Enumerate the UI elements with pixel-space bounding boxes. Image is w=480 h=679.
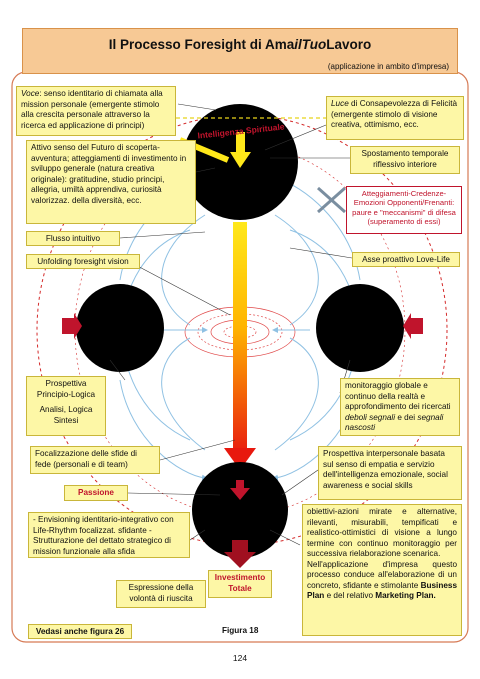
monitoraggio-italic-2: segnali nascosti	[345, 412, 444, 433]
page-subtitle: (applicazione in ambito d'impresa)	[327, 62, 449, 71]
connector-lines	[109, 103, 353, 546]
interpersonale-box: Prospettiva interpersonale basata sul se…	[318, 446, 462, 500]
envisioning-text: - Envisioning identitario-integrativo co…	[33, 515, 174, 556]
yellow-down-head	[230, 152, 251, 168]
bottom-circle-arrow	[230, 480, 250, 500]
left-red-arrow	[62, 313, 82, 339]
flusso-box: Flusso intuitivo	[26, 231, 120, 246]
page-number: 124	[232, 653, 248, 663]
luce-box: Luce di Consapevolezza di Felicità (emer…	[326, 96, 464, 140]
obiettivi-text-3: e del relativo	[324, 591, 376, 600]
unfolding-text: Unfolding foresight vision	[37, 257, 129, 266]
investimento-text: Investimento Totale	[214, 573, 266, 593]
right-circle	[316, 284, 404, 372]
title-bar: Il Processo Foresight di AmailTuoLavoro …	[22, 28, 458, 74]
bottom-circle	[192, 462, 288, 558]
investimento-box: Investimento Totale	[208, 570, 272, 598]
title-part-2: Lavoro	[326, 37, 372, 52]
passione-box: Passione	[64, 485, 128, 501]
voce-text: : senso identitario di chiamata alla mis…	[21, 89, 163, 130]
atteggiamenti-text: Atteggiamenti-Credenze-Emozioni Opponent…	[352, 189, 456, 227]
obiettivi-text-1: obiettivi-azioni mirate e alternative, r…	[307, 507, 457, 558]
monitoraggio-text-2: e dei	[395, 412, 418, 422]
luce-text: di Consapevolezza di Felicità (emergente…	[331, 99, 458, 129]
yellow-down-shaft	[236, 132, 245, 154]
figure-caption: Figura 18	[222, 626, 259, 635]
passione-text: Passione	[78, 488, 114, 497]
vedasi-text: Vedasi anche figura 26	[35, 627, 125, 636]
spostamento-text: Spostamento temporale riflessivo interio…	[361, 149, 449, 169]
focalizzazione-text: Focalizzazione delle sfide di fede (pers…	[35, 449, 137, 469]
obiettivi-business-plan: Business Plan	[307, 580, 457, 601]
asse-text: Asse proattivo Love-Life	[362, 255, 450, 264]
monitoraggio-italic-1: deboli segnali	[345, 412, 396, 422]
crossed-arrows-icon	[317, 186, 346, 214]
central-beam-arrowhead	[224, 448, 256, 470]
obiettivi-text-2: Nell'applicazione d'impresa questo proce…	[307, 559, 457, 590]
attivo-text: Attivo senso del Futuro di scoperta-avve…	[31, 143, 187, 205]
investimento-arrow	[224, 540, 256, 568]
espressione-text: Espressione della volontà di riuscita	[128, 583, 194, 603]
central-beam	[233, 222, 247, 457]
voce-box: Voce: senso identitario di chiamata alla…	[16, 86, 176, 136]
title-part-1: Il Processo Foresight di Ama	[108, 37, 295, 52]
asse-box: Asse proattivo Love-Life	[352, 252, 460, 267]
vedasi-box: Vedasi anche figura 26	[28, 624, 132, 639]
right-red-arrow	[403, 313, 423, 339]
attivo-box: Attivo senso del Futuro di scoperta-avve…	[26, 140, 196, 224]
title-part-italic: ilTuo	[294, 37, 327, 52]
espressione-box: Espressione della volontà di riuscita	[116, 580, 206, 608]
flusso-text: Flusso intuitivo	[45, 234, 101, 243]
unfolding-box: Unfolding foresight vision	[26, 254, 140, 269]
page-title: Il Processo Foresight di AmailTuoLavoro	[23, 37, 457, 52]
obiettivi-marketing-plan: Marketing Plan.	[375, 591, 436, 600]
focalizzazione-box: Focalizzazione delle sfide di fede (pers…	[30, 446, 160, 474]
interpersonale-text: Prospettiva interpersonale basata sul se…	[323, 449, 448, 490]
luce-italic: Luce	[331, 99, 349, 108]
obiettivi-box: obiettivi-azioni mirate e alternative, r…	[302, 504, 462, 636]
prospettiva-title: Prospettiva Principio-Logica	[36, 379, 96, 399]
monitoraggio-text-1: monitoraggio globale e continuo della re…	[345, 381, 451, 411]
prospettiva-subtitle: Analisi, Logica Sintesi	[39, 405, 93, 425]
prospettiva-box: Prospettiva Principio-Logica Analisi, Lo…	[26, 376, 106, 436]
monitoraggio-box: monitoraggio globale e continuo della re…	[340, 378, 460, 436]
voce-italic: Voce	[21, 89, 40, 98]
spostamento-box: Spostamento temporale riflessivo interio…	[350, 146, 460, 174]
atteggiamenti-box: Atteggiamenti-Credenze-Emozioni Opponent…	[346, 186, 462, 234]
left-circle	[76, 284, 164, 372]
envisioning-box: - Envisioning identitario-integrativo co…	[28, 512, 190, 558]
outer-dashed-oval	[36, 114, 448, 546]
